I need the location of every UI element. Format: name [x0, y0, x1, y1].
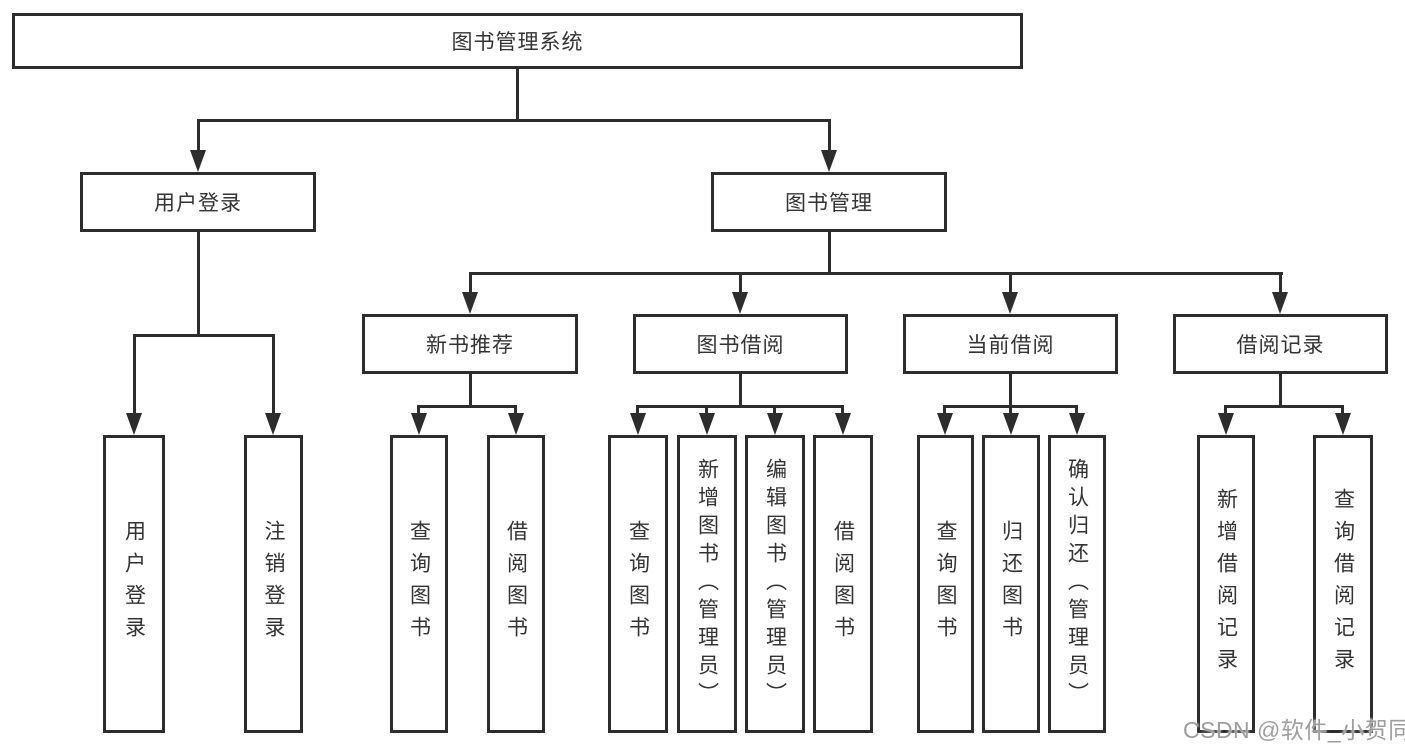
connector-line — [636, 405, 844, 408]
leaf-nb-query-books: 查询图书 — [390, 435, 448, 733]
arrow-down-marker — [190, 150, 206, 172]
node-borrowing-records: 借阅记录 — [1173, 314, 1388, 374]
arrow-down-marker — [937, 413, 953, 435]
connector-line — [514, 405, 517, 419]
connector-line — [1009, 374, 1012, 408]
node-user-login: 用户登录 — [80, 172, 316, 232]
connector-line — [739, 374, 742, 408]
arrow-down-marker — [1218, 413, 1234, 435]
node-library-management-system: 图书管理系统 — [12, 13, 1023, 69]
leaf-cb-query-books: 查询图书 — [917, 435, 974, 733]
connector-line — [705, 405, 708, 419]
connector-line — [828, 232, 831, 275]
connector-line — [1279, 272, 1282, 297]
arrow-down-marker — [821, 150, 837, 172]
connector-line — [197, 232, 200, 336]
leaf-br-add-record: 新增借阅记录 — [1197, 435, 1255, 733]
leaf-cb-confirm-return-admin: 确认归还（管理员） — [1048, 435, 1106, 733]
connector-line — [1224, 405, 1344, 408]
arrow-down-marker — [265, 413, 281, 435]
arrow-down-marker — [1335, 413, 1351, 435]
node-current-borrowing: 当前借阅 — [903, 314, 1118, 374]
connector-line — [1075, 405, 1078, 419]
connector-line — [272, 334, 275, 418]
arrow-down-marker — [1003, 413, 1019, 435]
leaf-bb-add-books-admin: 新增图书（管理员） — [677, 435, 737, 733]
node-book-management: 图书管理 — [711, 172, 947, 232]
connector-line — [197, 119, 831, 122]
node-book-borrowing: 图书借阅 — [633, 314, 848, 374]
arrow-down-marker — [699, 413, 715, 435]
connector-line — [739, 272, 742, 297]
connector-line — [636, 405, 639, 419]
connector-line — [1009, 272, 1012, 297]
arrow-down-marker — [126, 413, 142, 435]
arrow-down-marker — [411, 413, 427, 435]
leaf-user-login: 用户登录 — [103, 435, 165, 733]
connector-line — [1009, 405, 1012, 419]
connector-line — [469, 272, 1283, 275]
leaf-br-query-record: 查询借阅记录 — [1313, 435, 1373, 733]
leaf-bb-query-books: 查询图书 — [608, 435, 668, 733]
leaf-cb-return-books: 归还图书 — [982, 435, 1040, 733]
arrow-down-marker — [1002, 292, 1018, 314]
arrow-down-marker — [732, 292, 748, 314]
leaf-nb-borrow-books: 借阅图书 — [487, 435, 545, 733]
connector-line — [133, 334, 275, 337]
arrow-down-marker — [462, 292, 478, 314]
connector-line — [841, 405, 844, 419]
leaf-bb-edit-books-admin: 编辑图书（管理员） — [745, 435, 805, 733]
connector-line — [773, 405, 776, 419]
watermark-text: CSDN @软件_小贺同学 — [1183, 717, 1405, 743]
leaf-logout: 注销登录 — [244, 435, 303, 733]
arrow-down-marker — [1069, 413, 1085, 435]
connector-line — [1224, 405, 1227, 419]
connector-line — [943, 405, 946, 419]
leaf-bb-borrow-books: 借阅图书 — [813, 435, 873, 733]
connector-line — [469, 374, 472, 408]
connector-line — [133, 334, 136, 418]
connector-line — [828, 119, 831, 159]
node-new-book-recommendation: 新书推荐 — [362, 314, 578, 374]
connector-line — [1341, 405, 1344, 419]
connector-line — [1279, 374, 1282, 408]
arrow-down-marker — [835, 413, 851, 435]
connector-line — [516, 69, 519, 122]
arrow-down-marker — [508, 413, 524, 435]
connector-line — [197, 119, 200, 159]
connector-line — [469, 272, 472, 297]
connector-line — [417, 405, 420, 419]
connector-line — [417, 405, 517, 408]
arrow-down-marker — [630, 413, 646, 435]
arrow-down-marker — [1272, 292, 1288, 314]
arrow-down-marker — [767, 413, 783, 435]
